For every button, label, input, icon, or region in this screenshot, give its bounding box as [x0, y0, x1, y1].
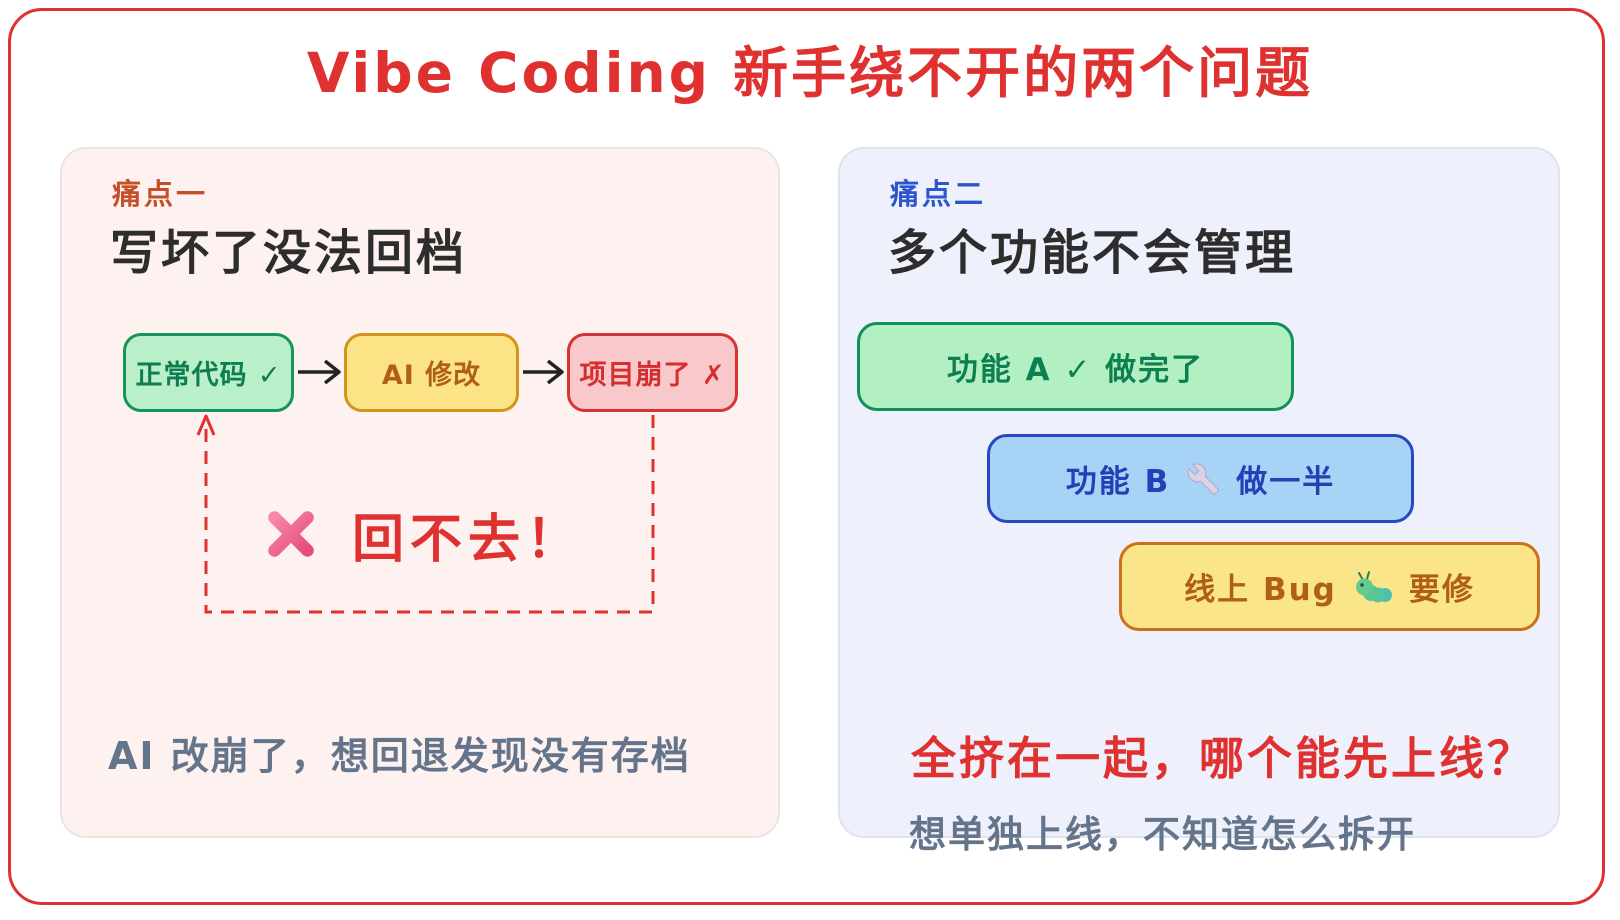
- flow-step-ai-edit: AI 修改: [344, 333, 519, 412]
- pain-point-2-tag: 痛点二: [890, 177, 987, 211]
- pain-point-1-card: 痛点一 写坏了没法回档 正常代码 ✓ AI 修改 项目崩了 ✗ 回不去！: [60, 147, 780, 838]
- flow-step-project-crashed: 项目崩了 ✗: [567, 333, 738, 412]
- cross-mark-icon: [260, 503, 322, 565]
- online-bug-bar: 线上 Bug 要修: [1119, 542, 1540, 631]
- online-bug-label: 线上 Bug: [1184, 572, 1337, 608]
- pain-point-2-caption: 想单独上线，不知道怎么拆开: [909, 813, 1416, 856]
- cannot-rollback-label: 回不去！: [351, 509, 584, 570]
- feature-a-label: 功能 A ✓ 做完了: [946, 352, 1205, 388]
- poster-title: Vibe Coding 新手绕不开的两个问题: [306, 41, 1314, 105]
- pain-point-2-heading: 多个功能不会管理: [888, 225, 1297, 281]
- feature-b-status: 做一半: [1236, 464, 1336, 500]
- wrench-icon: [1186, 462, 1220, 496]
- pain-point-1-heading: 写坏了没法回档: [110, 225, 468, 281]
- feature-a-bar: 功能 A ✓ 做完了: [857, 322, 1294, 411]
- flow-step-normal-code: 正常代码 ✓: [123, 333, 294, 412]
- feature-b-label: 功能 B: [1065, 464, 1171, 500]
- feature-b-bar: 功能 B 做一半: [987, 434, 1414, 523]
- pain-point-2-question: 全挤在一起，哪个能先上线？: [911, 732, 1536, 785]
- bug-icon: [1353, 570, 1393, 604]
- online-bug-status: 要修: [1408, 572, 1475, 608]
- pain-point-1-tag: 痛点一: [112, 177, 209, 211]
- cannot-rollback-callout: 回不去！: [192, 497, 652, 571]
- pain-point-2-card: 痛点二 多个功能不会管理 功能 A ✓ 做完了 功能 B 做一半 线上 Bug …: [838, 147, 1560, 856]
- pain-point-1-caption: AI 改崩了，想回退发现没有存档: [108, 734, 691, 778]
